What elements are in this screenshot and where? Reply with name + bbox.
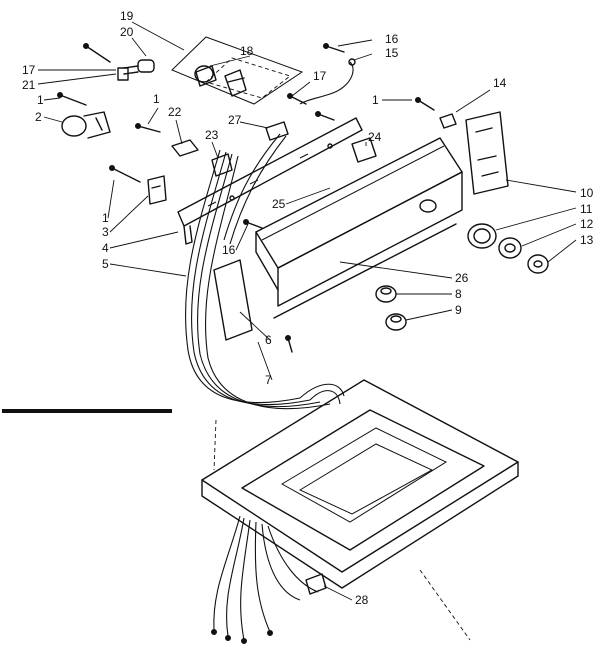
callout-c1b: 1 xyxy=(153,92,160,106)
callout-c23: 23 xyxy=(205,128,219,142)
leader-lines xyxy=(37,21,577,601)
part-3-bracket xyxy=(147,175,167,205)
part-6-panel xyxy=(213,259,253,341)
callout-c17b: 17 xyxy=(313,69,327,83)
callout-c24: 24 xyxy=(368,130,382,144)
part-25-console xyxy=(255,137,463,319)
part-11-12-13-knob-parts xyxy=(467,223,549,274)
callout-c1a: 1 xyxy=(37,93,44,107)
part-18-timer xyxy=(194,65,247,97)
callout-c19: 19 xyxy=(120,9,134,23)
parts-group-outline xyxy=(171,36,304,105)
lower-wiring xyxy=(211,515,327,644)
callout-c5: 5 xyxy=(102,257,109,271)
parts-group-outline-inner xyxy=(205,57,291,99)
callout-c21: 21 xyxy=(22,78,36,92)
callout-c1c: 1 xyxy=(372,93,379,107)
callout-c27: 27 xyxy=(228,113,242,127)
part-14-clip xyxy=(439,113,457,129)
callout-c15: 15 xyxy=(385,46,399,60)
callout-c25: 25 xyxy=(272,197,286,211)
screw-icons xyxy=(57,43,435,353)
washer-top-panel xyxy=(201,379,519,641)
callout-c26: 26 xyxy=(455,271,469,285)
callout-c18: 18 xyxy=(240,44,254,58)
callout-c7: 7 xyxy=(265,373,272,387)
part-15-wire xyxy=(299,61,354,105)
callout-c9: 9 xyxy=(455,303,462,317)
callout-c8: 8 xyxy=(455,287,462,301)
divider-bar xyxy=(2,409,172,413)
part-20-capacitor xyxy=(117,59,155,81)
part-8-9-knobs xyxy=(375,285,407,331)
callout-c22: 22 xyxy=(168,105,182,119)
part-2-switch xyxy=(61,111,111,139)
callout-c17a: 17 xyxy=(22,63,36,77)
callout-c11: 11 xyxy=(580,202,593,216)
callout-c13: 13 xyxy=(580,233,594,247)
part-24-end-cap xyxy=(351,137,377,163)
callout-c2: 2 xyxy=(35,110,42,124)
callout-c1d: 1 xyxy=(102,211,109,225)
callout-c12: 12 xyxy=(580,217,594,231)
callout-c10: 10 xyxy=(580,186,594,200)
callout-c6: 6 xyxy=(265,333,272,347)
callout-c16b: 16 xyxy=(222,243,236,257)
part-27-connector xyxy=(265,121,289,141)
guide-line xyxy=(213,419,217,471)
part-5-wiring-harness xyxy=(185,133,345,410)
part-10-end-panel xyxy=(465,111,509,195)
part-22-plate xyxy=(171,139,199,157)
callout-c4: 4 xyxy=(102,241,109,255)
callout-c28: 28 xyxy=(355,593,369,607)
callout-c16a: 16 xyxy=(385,32,399,46)
part-23-connector xyxy=(211,153,233,177)
callout-c14: 14 xyxy=(493,76,507,90)
callout-c20: 20 xyxy=(120,25,134,39)
callout-c3: 3 xyxy=(102,225,109,239)
